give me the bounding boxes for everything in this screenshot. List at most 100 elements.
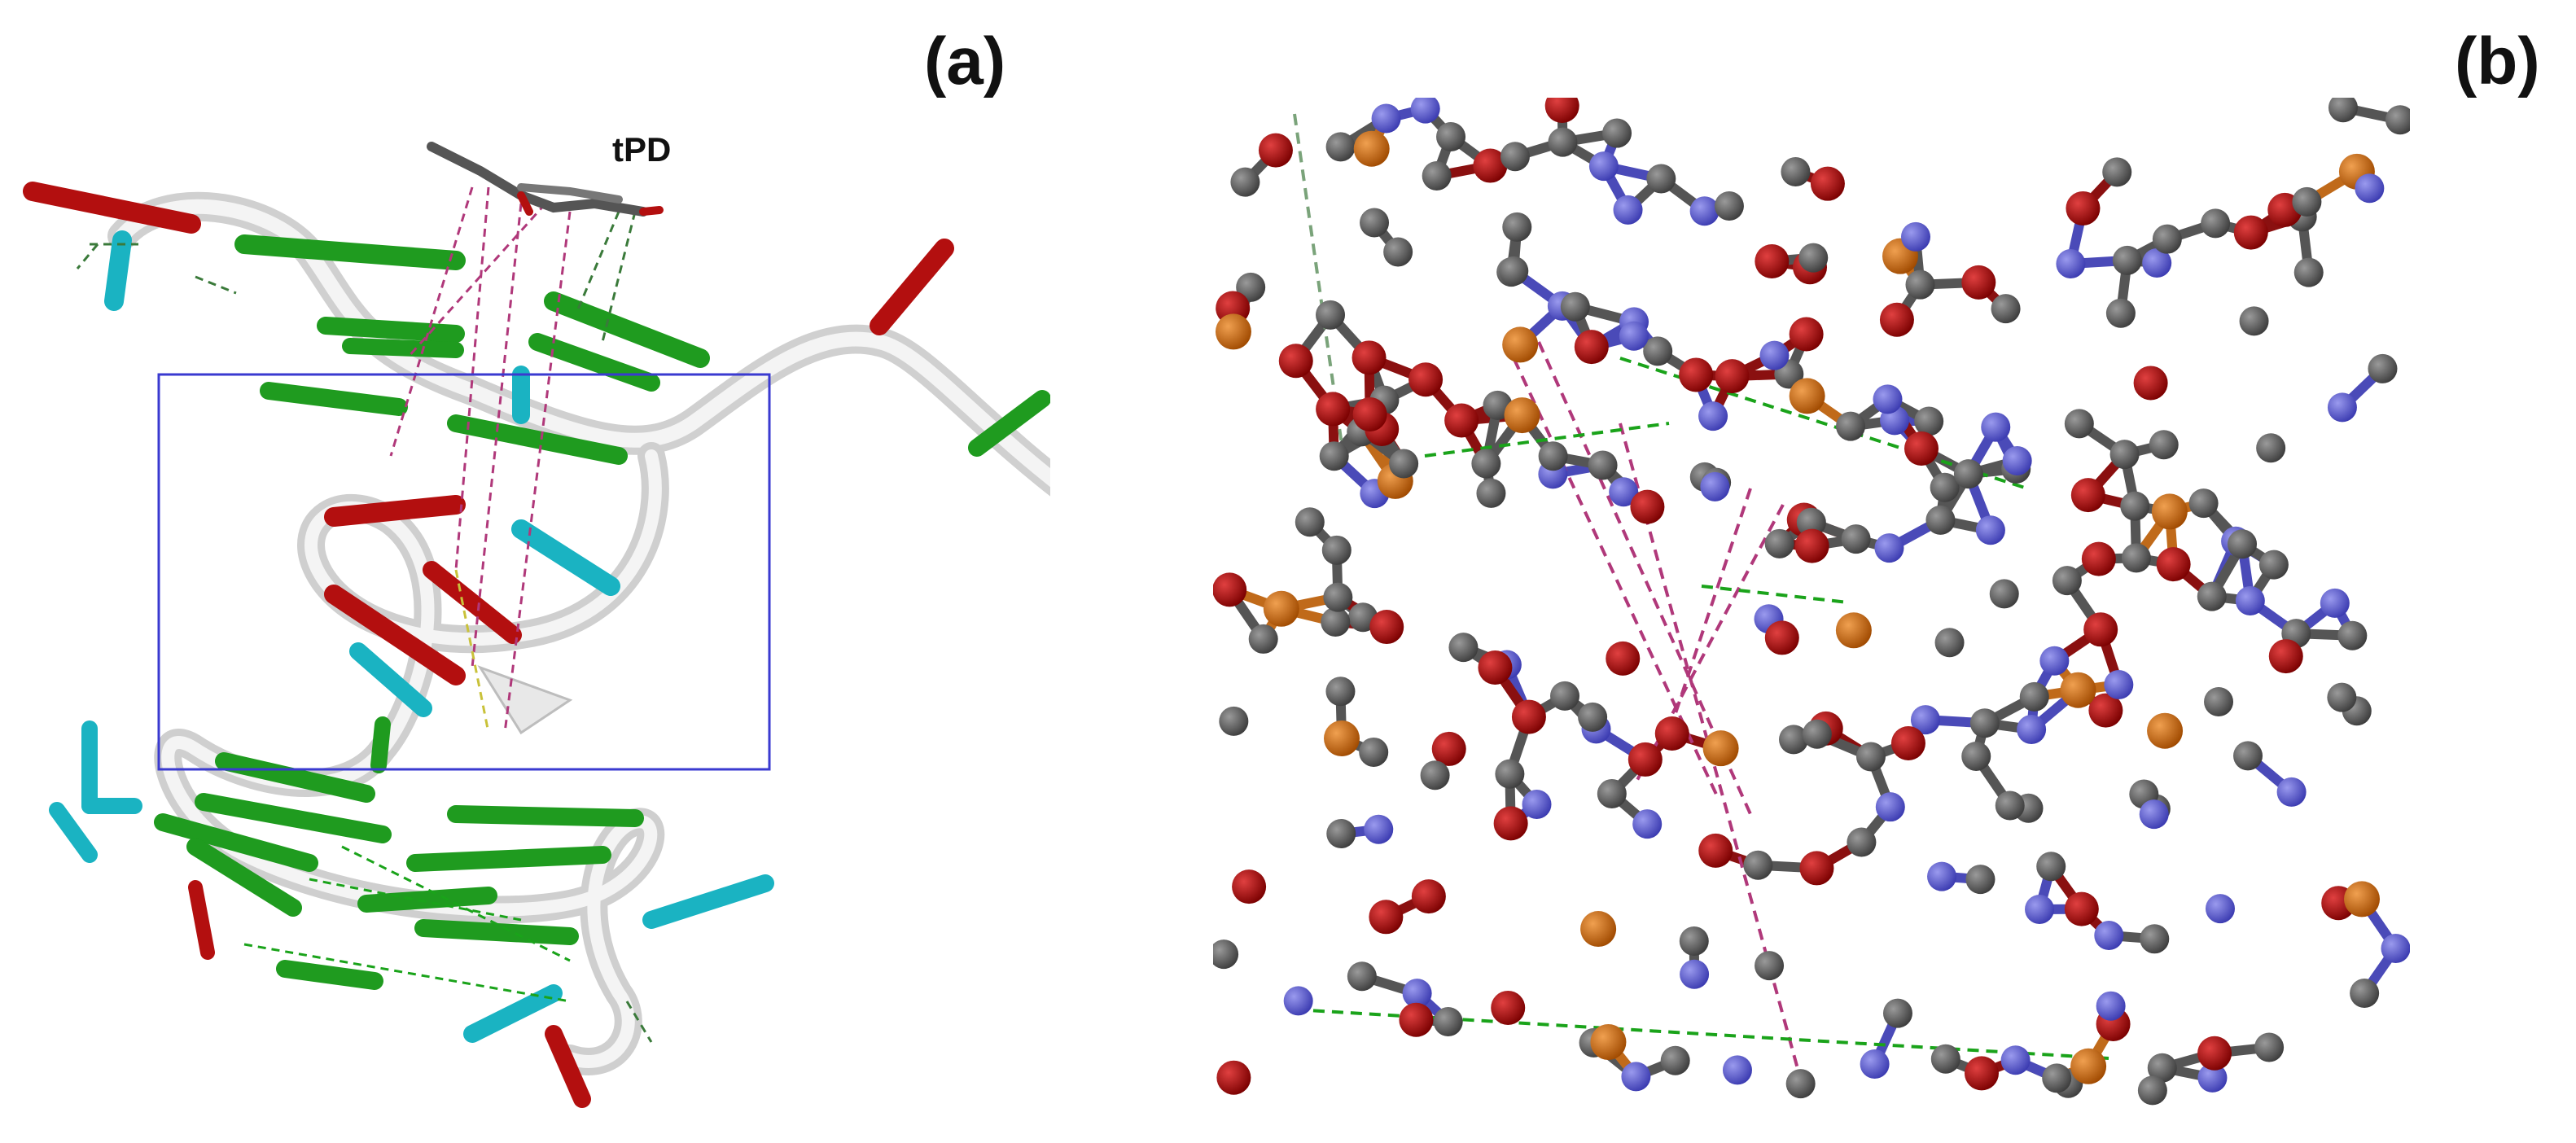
atom [2064, 891, 2099, 926]
atom [1325, 132, 1356, 162]
atom [1502, 326, 1539, 363]
atom [1491, 990, 1526, 1025]
atom [1323, 582, 1353, 612]
atom [1352, 340, 1387, 375]
atom [1295, 507, 1325, 537]
dna-ball-and-stick-diagram [1213, 98, 2410, 1106]
atom [2102, 157, 2132, 187]
atom [1890, 725, 1925, 760]
atom [1794, 528, 1829, 563]
atom [1965, 865, 1996, 895]
atom [2105, 298, 2136, 328]
atom [1278, 344, 1313, 379]
atom [1905, 269, 1935, 300]
atom [1548, 127, 1578, 157]
atom [2276, 777, 2307, 807]
atom [1213, 939, 1239, 970]
atom [1689, 196, 1720, 226]
atom [2039, 646, 2070, 676]
atom [2256, 433, 2286, 463]
atom [1874, 533, 1904, 563]
atom [1478, 650, 1513, 685]
interaction-line [1424, 422, 1670, 458]
atom [1420, 760, 1450, 790]
atom [1580, 911, 1617, 948]
atom [1448, 633, 1479, 663]
atom [1326, 819, 1356, 849]
atom [1961, 265, 1996, 300]
atom [1802, 719, 1832, 749]
atom [1927, 861, 1957, 891]
atom [1216, 1060, 1251, 1095]
atom [1964, 1056, 1999, 1091]
atom [2042, 1063, 2072, 1093]
atom [1785, 1069, 1816, 1099]
atom [1609, 477, 1639, 507]
atom [1860, 1049, 1890, 1080]
atom [1316, 300, 1346, 330]
atom [2133, 366, 2168, 401]
ligand-label: tPD [612, 130, 672, 169]
atom [1798, 243, 1829, 273]
atom [1215, 313, 1251, 350]
atom [1504, 397, 1540, 434]
atom [1324, 720, 1360, 757]
atom [2121, 543, 2151, 573]
atom [2239, 306, 2269, 336]
atom [1914, 406, 1944, 436]
atom [1910, 705, 1940, 735]
atom [2293, 257, 2324, 287]
atom [1930, 472, 1960, 502]
atom [1236, 272, 1266, 302]
atom [1410, 98, 1440, 124]
atom [1759, 340, 1790, 370]
atom [1389, 449, 1419, 479]
atom [2381, 933, 2410, 963]
panel-b-ball-and-stick-view: (b) [1050, 0, 2576, 1143]
ligand-tpd-molecule [427, 142, 664, 217]
atom [1698, 401, 1728, 431]
atom [1698, 833, 1733, 868]
atom [1219, 706, 1249, 736]
atom [2233, 741, 2263, 771]
atom [2140, 924, 2170, 954]
atom [2147, 712, 2184, 749]
atom [1347, 961, 1377, 992]
atom [1714, 191, 1744, 221]
atom [1882, 998, 1912, 1028]
atom [1538, 441, 1568, 471]
atom [1779, 725, 1809, 755]
atom [1995, 790, 2025, 821]
atom [1316, 392, 1351, 427]
atom [1471, 449, 1501, 479]
atom [1630, 489, 1665, 524]
atom [1904, 431, 1939, 466]
interaction-line [1635, 504, 1785, 782]
atom [2328, 98, 2358, 123]
atom [2233, 215, 2268, 250]
atom [2147, 1053, 2177, 1083]
atom [1961, 741, 1991, 771]
atom [1258, 133, 1293, 168]
atom [1621, 1062, 1651, 1092]
atom [1632, 809, 1663, 839]
atom [2355, 173, 2385, 204]
atom [2142, 248, 2172, 278]
atom [1248, 624, 1278, 654]
atom [1431, 731, 1466, 766]
atom [2056, 248, 2086, 278]
atom [2083, 612, 2118, 647]
atom [1597, 778, 1627, 808]
atom [2268, 639, 2303, 674]
atom [2156, 547, 2191, 582]
atom [1764, 528, 1794, 558]
dna-ribbon-diagram [23, 142, 1050, 1108]
atom [1408, 362, 1444, 397]
atom [1283, 986, 1313, 1016]
atom [1755, 244, 1790, 279]
atom [2228, 529, 2258, 559]
atom [2002, 445, 2032, 475]
atom [2327, 682, 2357, 712]
atom [2060, 672, 2096, 708]
atom [1835, 612, 1872, 649]
